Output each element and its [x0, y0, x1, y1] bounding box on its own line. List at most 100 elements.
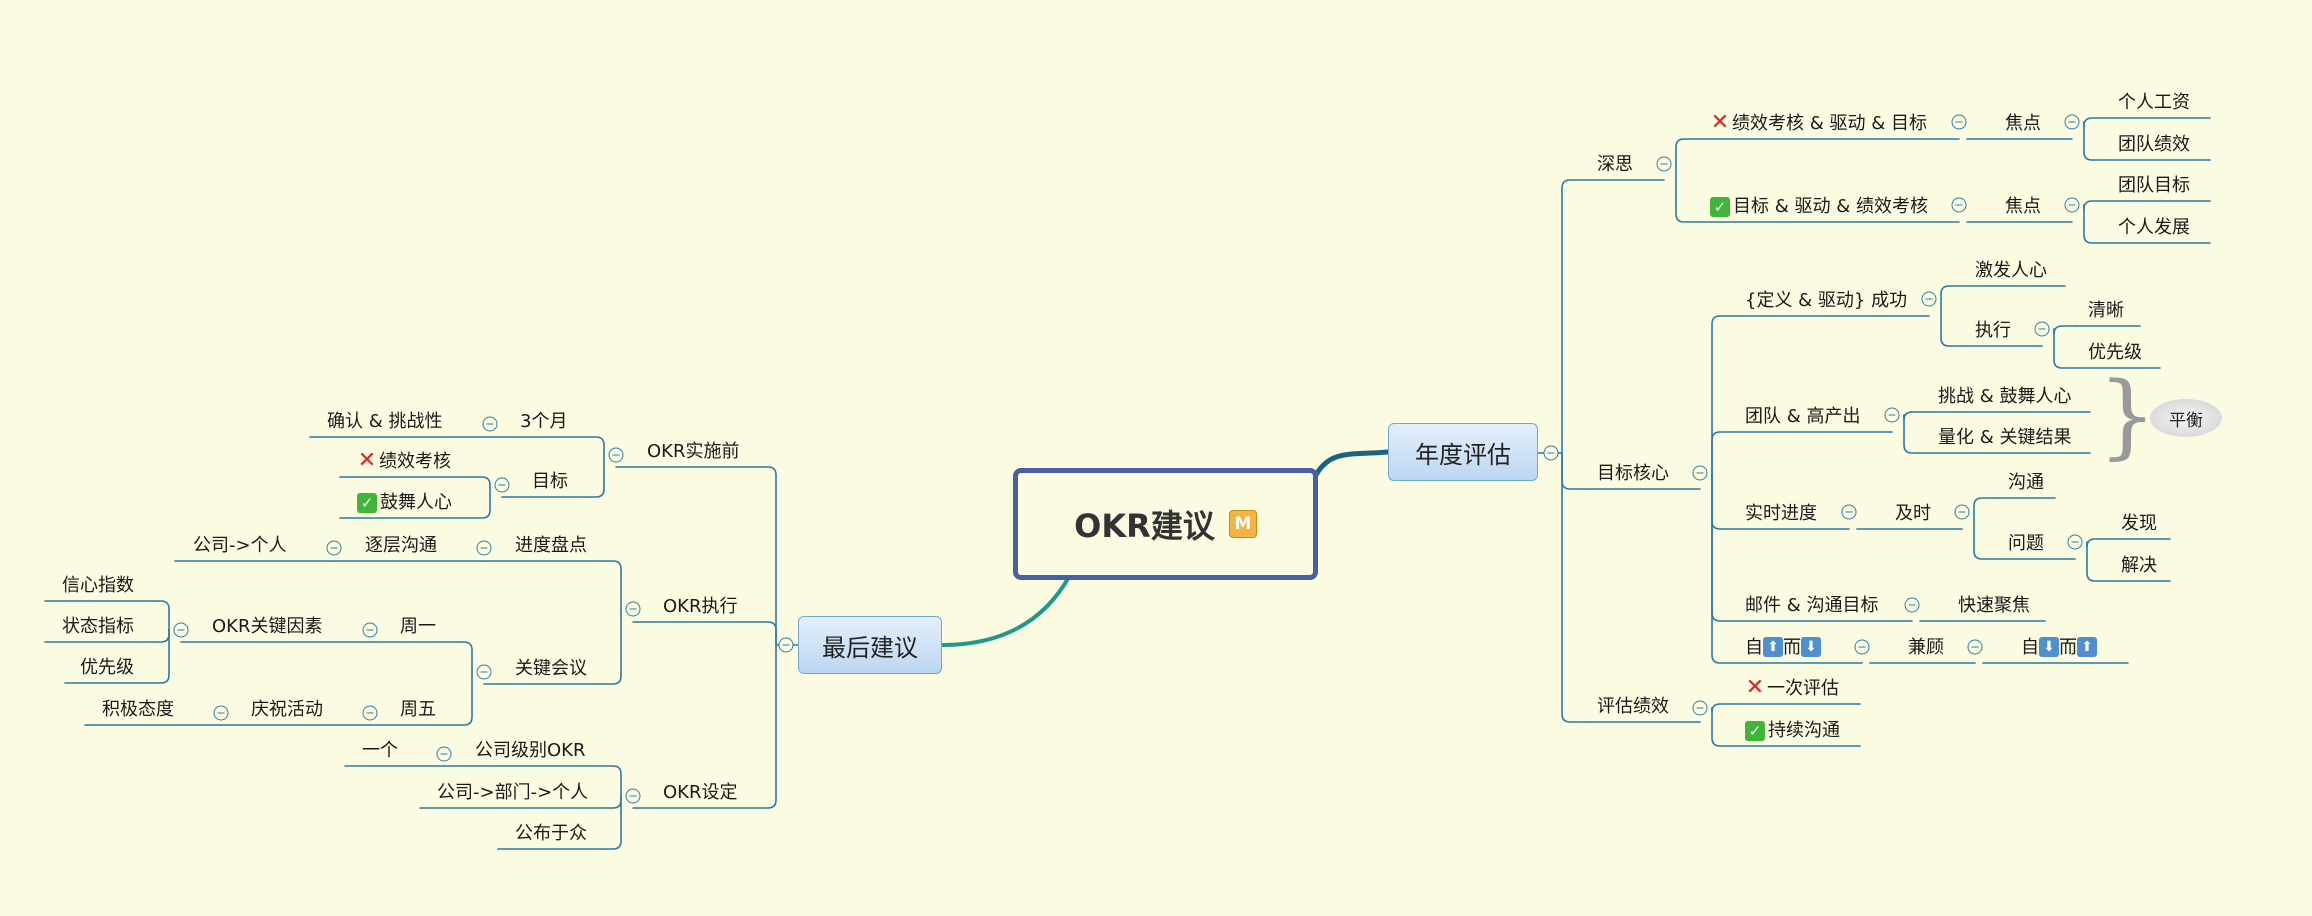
- collapse-toggle-focus-1[interactable]: [2064, 114, 2080, 130]
- collapse-toggle-company-okr[interactable]: [436, 746, 452, 762]
- collapse-toggle-balance[interactable]: [1967, 639, 1983, 655]
- connector: [1675, 163, 1699, 223]
- connector: [605, 608, 622, 685]
- main-topic-final[interactable]: 最后建议: [798, 616, 942, 674]
- topic-inspire[interactable]: 激发人心: [1975, 260, 2047, 281]
- connector: [759, 644, 777, 809]
- topic-one[interactable]: 一个: [362, 740, 398, 761]
- topic-celebrate[interactable]: 庆祝活动: [251, 699, 323, 720]
- topic-one-time-eval[interactable]: 一次评估: [1745, 678, 1839, 700]
- topic-fast-focus[interactable]: 快速聚焦: [1958, 595, 2030, 616]
- collapse-toggle-layered[interactable]: [326, 540, 342, 556]
- collapse-toggle-deep-1[interactable]: [1951, 114, 1967, 130]
- topic-company-okr[interactable]: 公司级别OKR: [475, 740, 586, 761]
- main-topic-annual[interactable]: 年度评估: [1388, 423, 1538, 481]
- topic-problem[interactable]: 问题: [2008, 533, 2044, 554]
- topic-status[interactable]: 状态指标: [62, 616, 134, 637]
- topic-priority-left[interactable]: 优先级: [80, 657, 134, 678]
- collapse-toggle-celebrate[interactable]: [213, 705, 229, 721]
- topic-balance[interactable]: 兼顾: [1908, 637, 1944, 658]
- topic-execute[interactable]: 执行: [1975, 320, 2011, 341]
- collapse-toggle-factor[interactable]: [173, 622, 189, 638]
- topic-okr-pre[interactable]: OKR实施前: [647, 441, 740, 462]
- topic-deep-item-2[interactable]: 目标 & 驱动 & 绩效考核: [1710, 196, 1928, 218]
- central-topic[interactable]: OKR建议 M: [1013, 468, 1318, 580]
- topic-discover[interactable]: 发现: [2121, 513, 2157, 534]
- connector: [1903, 411, 1927, 421]
- topic-chain[interactable]: 公司->部门->个人: [437, 782, 589, 803]
- collapse-toggle-okr-exec[interactable]: [625, 601, 641, 617]
- topic-deep-item-1[interactable]: 绩效考核 & 驱动 & 目标: [1710, 113, 1927, 135]
- topic-okr-setting[interactable]: OKR设定: [663, 782, 738, 803]
- topic-monday[interactable]: 周一: [400, 616, 436, 637]
- topic-realtime[interactable]: 实时进度: [1745, 503, 1817, 524]
- topic-layered-comm[interactable]: 逐层沟通: [365, 535, 437, 556]
- topic-quantify[interactable]: 量化 & 关键结果: [1938, 427, 2072, 448]
- topic-deep[interactable]: 深思: [1597, 154, 1633, 175]
- collapse-toggle-timely[interactable]: [1954, 504, 1970, 520]
- collapse-toggle-top-down[interactable]: [1854, 639, 1870, 655]
- topic-confirm[interactable]: 确认 & 挑战性: [327, 411, 443, 432]
- collapse-toggle-friday[interactable]: [362, 705, 378, 721]
- topic-encourage[interactable]: 鼓舞人心: [357, 492, 452, 514]
- collapse-toggle-define[interactable]: [1921, 291, 1937, 307]
- topic-challenge[interactable]: 挑战 & 鼓舞人心: [1938, 386, 2072, 407]
- connector: [1973, 497, 1997, 513]
- collapse-toggle-deep[interactable]: [1656, 156, 1672, 172]
- topic-personal-growth[interactable]: 个人发展: [2118, 217, 2190, 238]
- collapse-toggle-okr-pre[interactable]: [608, 447, 624, 463]
- topic-deep-item-2-label: 目标 & 驱动 & 绩效考核: [1733, 196, 1928, 217]
- topic-team-output[interactable]: 团队 & 高产出: [1745, 406, 1861, 427]
- topic-team-goal[interactable]: 团队目标: [2118, 175, 2190, 196]
- topic-okr-factor[interactable]: OKR关键因素: [212, 616, 323, 637]
- topic-focus-1[interactable]: 焦点: [2005, 113, 2041, 134]
- collapse-toggle-team[interactable]: [1884, 407, 1900, 423]
- collapse-toggle-progress[interactable]: [476, 540, 492, 556]
- topic-continuous[interactable]: 持续沟通: [1745, 720, 1840, 742]
- collapse-toggle-goal[interactable]: [494, 477, 510, 493]
- topic-goal[interactable]: 目标: [532, 471, 568, 492]
- collapse-toggle-three-months[interactable]: [482, 416, 498, 432]
- collapse-toggle-focus-2[interactable]: [2064, 197, 2080, 213]
- summary-balance[interactable]: 平衡: [2150, 399, 2222, 437]
- topic-key-meeting[interactable]: 关键会议: [515, 658, 587, 679]
- collapse-toggle-problem[interactable]: [2067, 534, 2083, 550]
- topic-clear[interactable]: 清晰: [2088, 300, 2124, 321]
- topic-friday[interactable]: 周五: [400, 699, 436, 720]
- collapse-toggle-annual[interactable]: [1543, 445, 1559, 461]
- collapse-toggle-execute[interactable]: [2034, 321, 2050, 337]
- topic-positive[interactable]: 积极态度: [102, 699, 174, 720]
- collapse-toggle-okr-setting[interactable]: [625, 788, 641, 804]
- topic-communicate[interactable]: 沟通: [2008, 472, 2044, 493]
- topic-define-drive[interactable]: {定义 & 驱动} 成功: [1745, 290, 1908, 311]
- topic-priority[interactable]: 优先级: [2088, 342, 2142, 363]
- topic-bottom-up[interactable]: 自⬇而⬆: [2021, 637, 2097, 659]
- topic-progress-check[interactable]: 进度盘点: [515, 535, 587, 556]
- collapse-toggle-meeting[interactable]: [476, 664, 492, 680]
- topic-solve[interactable]: 解决: [2121, 555, 2157, 576]
- collapse-toggle-final[interactable]: [778, 637, 794, 653]
- topic-focus-2[interactable]: 焦点: [2005, 196, 2041, 217]
- main-topic-final-label: 最后建议: [822, 633, 918, 662]
- topic-team-performance[interactable]: 团队绩效: [2118, 134, 2190, 155]
- topic-personal-salary[interactable]: 个人工资: [2118, 92, 2190, 113]
- collapse-toggle-core[interactable]: [1692, 465, 1708, 481]
- topic-goal-core[interactable]: 目标核心: [1597, 463, 1669, 484]
- topic-confidence[interactable]: 信心指数: [62, 575, 134, 596]
- collapse-toggle-deep-2[interactable]: [1951, 197, 1967, 213]
- topic-email[interactable]: 邮件 & 沟通目标: [1745, 595, 1879, 616]
- topic-timely[interactable]: 及时: [1895, 503, 1931, 524]
- collapse-toggle-eval[interactable]: [1692, 700, 1708, 716]
- topic-publish[interactable]: 公布于众: [515, 823, 587, 844]
- connector: [479, 476, 491, 486]
- topic-eval[interactable]: 评估绩效: [1597, 696, 1669, 717]
- collapse-toggle-email[interactable]: [1904, 597, 1920, 613]
- collapse-toggle-monday[interactable]: [362, 622, 378, 638]
- topic-bottom-up-mid: 而: [2059, 637, 2077, 658]
- topic-top-down[interactable]: 自⬆而⬇: [1745, 637, 1821, 659]
- topic-three-months[interactable]: 3个月: [520, 411, 568, 432]
- topic-company-person[interactable]: 公司->个人: [193, 535, 287, 556]
- topic-okr-exec[interactable]: OKR执行: [663, 596, 738, 617]
- topic-performance-review[interactable]: 绩效考核: [357, 451, 451, 473]
- collapse-toggle-realtime[interactable]: [1841, 504, 1857, 520]
